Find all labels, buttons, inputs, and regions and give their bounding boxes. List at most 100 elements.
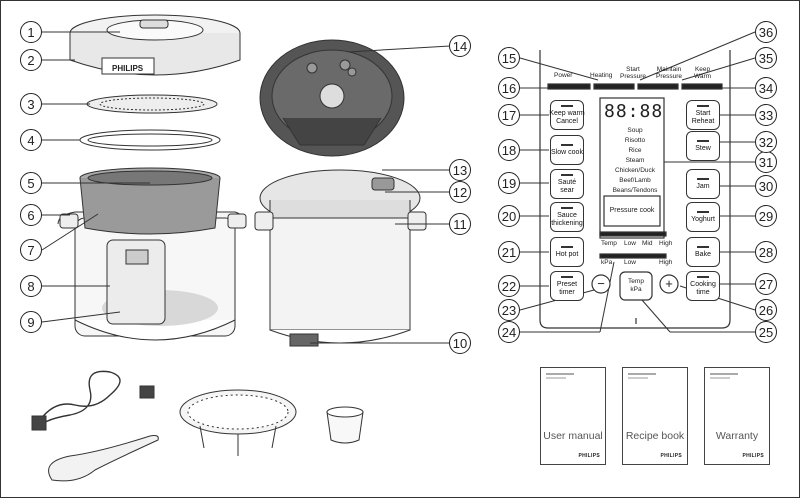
label-start-pressure: Start Pressure — [620, 66, 647, 80]
rice-spoon-illustration — [48, 435, 159, 482]
lid-brand: PHILIPS — [112, 64, 144, 73]
sealing-ring-illustration — [79, 129, 221, 151]
callout-35: 35 — [755, 47, 777, 69]
stew-button[interactable]: Stew — [686, 131, 720, 161]
callout-9: 9 — [20, 311, 42, 333]
led-indicator — [697, 245, 709, 248]
yoghurt-button[interactable]: Yoghurt — [686, 202, 720, 232]
callout-12: 12 — [449, 181, 471, 203]
callout-3: 3 — [20, 93, 42, 115]
booklet-title: User manual — [543, 430, 603, 442]
led-indicator — [561, 143, 573, 146]
label-maintain-pressure: Maintain Pressure — [656, 66, 683, 80]
callout-34: 34 — [755, 77, 777, 99]
sauce-thickening-button[interactable]: Sauce thickening — [550, 202, 584, 232]
callout-1: 1 — [20, 21, 42, 43]
preset-timer-button[interactable]: Preset timer — [550, 271, 584, 301]
callout-13: 13 — [449, 159, 471, 181]
callout-36: 36 — [755, 21, 777, 43]
callout-24: 24 — [498, 321, 520, 343]
callout-23: 23 — [498, 299, 520, 321]
callout-17: 17 — [498, 104, 520, 126]
button-label: Cooking time — [690, 280, 716, 296]
button-label: Sauté sear — [557, 178, 577, 194]
booklet-header-line — [628, 373, 656, 375]
button-label: Yoghurt — [691, 215, 715, 223]
saute-sear-button[interactable]: Sauté sear — [550, 169, 584, 199]
start-reheat-button[interactable]: Start Reheat — [686, 100, 720, 130]
button-label: Keep warm Cancel — [549, 109, 585, 125]
kpa-high-label: High — [659, 259, 673, 266]
menu-item-chicken-duck: Chicken/Duck — [614, 167, 656, 174]
button-label: Hot pot — [555, 250, 579, 258]
callout-15: 15 — [498, 47, 520, 69]
label-power: Power — [554, 72, 573, 79]
button-label: Sauce thickening — [551, 211, 583, 227]
led-indicator — [697, 275, 709, 278]
plus-button[interactable]: + — [665, 276, 673, 291]
display-digits: 88:88 — [604, 101, 664, 122]
slow-cook-button[interactable]: Slow cook — [550, 135, 584, 165]
user-manual-booklet: User manual PHILIPS — [540, 367, 606, 465]
inner-lid-plate-illustration — [86, 94, 218, 114]
callout-18: 18 — [498, 139, 520, 161]
callout-27: 27 — [755, 273, 777, 295]
label-keep-warm-indicator: Keep Warm — [694, 66, 712, 80]
callout-2: 2 — [20, 49, 42, 71]
led-indicator — [697, 104, 709, 107]
button-label: Bake — [695, 250, 711, 258]
warranty-booklet: Warranty PHILIPS — [704, 367, 770, 465]
led-indicator — [697, 210, 709, 213]
kpa-low-label: Low — [624, 259, 636, 266]
led-indicator — [561, 173, 573, 176]
booklet-title: Recipe book — [625, 430, 685, 442]
bake-button[interactable]: Bake — [686, 237, 720, 267]
booklet-brand: PHILIPS — [660, 453, 682, 459]
hot-pot-button[interactable]: Hot pot — [550, 237, 584, 267]
lid-illustration: PHILIPS — [69, 14, 241, 76]
callout-19: 19 — [498, 172, 520, 194]
led-indicator — [561, 104, 573, 107]
keep-warm-cancel-button[interactable]: Keep warm Cancel — [549, 100, 585, 130]
callout-32: 32 — [755, 131, 777, 153]
button-label: Jam — [696, 182, 710, 190]
callout-14: 14 — [449, 35, 471, 57]
callout-28: 28 — [755, 241, 777, 263]
callout-20: 20 — [498, 205, 520, 227]
led-indicator — [697, 177, 709, 180]
temp-kpa-button[interactable]: Temp kPa — [628, 278, 644, 293]
temp-low-label: Low — [624, 240, 636, 247]
callout-5: 5 — [20, 172, 42, 194]
callout-22: 22 — [498, 275, 520, 297]
power-cord-illustration — [31, 370, 155, 431]
button-label: Preset timer — [556, 280, 578, 296]
lid-underside-illustration — [259, 39, 405, 157]
led-indicator — [697, 139, 709, 142]
button-label: Start Reheat — [691, 109, 715, 125]
booklet-header-line — [710, 377, 730, 379]
callout-10: 10 — [449, 332, 471, 354]
cooking-time-button[interactable]: Cooking time — [686, 271, 720, 301]
booklet-brand: PHILIPS — [578, 453, 600, 459]
callout-33: 33 — [755, 104, 777, 126]
led-indicator — [561, 275, 573, 278]
callout-7: 7 — [20, 239, 42, 261]
minus-button[interactable]: − — [597, 276, 605, 291]
menu-item-beans-tendons: Beans/Tendons — [612, 187, 658, 194]
callout-31: 31 — [755, 151, 777, 173]
pressure-cook-button[interactable]: Pressure cook — [609, 207, 655, 214]
jam-button[interactable]: Jam — [686, 169, 720, 199]
control-panel-outline — [539, 50, 731, 329]
callout-21: 21 — [498, 241, 520, 263]
led-indicator — [561, 206, 573, 209]
cooker-body-illustration — [57, 167, 247, 341]
callout-11: 11 — [449, 213, 471, 235]
menu-item-beef-lamb: Beef/Lamb — [619, 177, 651, 184]
booklet-header-line — [546, 373, 574, 375]
led-indicator — [561, 245, 573, 248]
callout-4: 4 — [20, 129, 42, 151]
menu-item-steam: Steam — [625, 157, 645, 164]
